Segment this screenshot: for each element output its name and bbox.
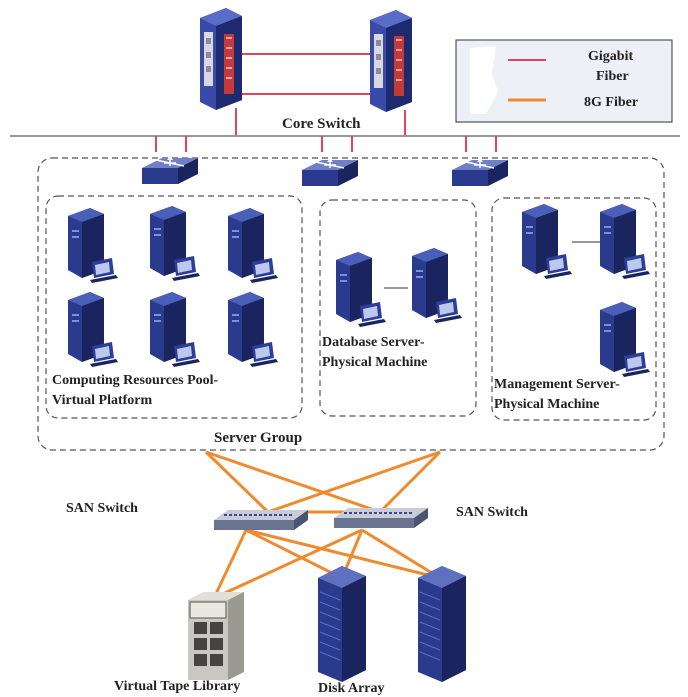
server-icon (600, 204, 650, 279)
computing-pool-label-1: Computing Resources Pool- (52, 373, 219, 388)
database-server-label-2: Physical Machine (322, 355, 427, 370)
database-server-box (319, 199, 477, 417)
core-switch-icon (369, 9, 413, 113)
router-icon (301, 157, 359, 187)
server-icon (68, 208, 118, 283)
computing-pool-servers (68, 206, 278, 367)
router-icon (141, 155, 199, 185)
legend: Gigabit Fiber 8G Fiber (455, 39, 673, 123)
server-icon (600, 302, 650, 377)
legend-8g-label: 8G Fiber (584, 95, 638, 110)
disk-array-icon (417, 565, 467, 683)
computing-pool-label-2: Virtual Platform (52, 393, 153, 408)
server-icon (522, 204, 572, 279)
disk-array-icon (317, 565, 367, 683)
virtual-tape-library-label: Virtual Tape Library (114, 679, 240, 694)
server-icon (336, 252, 386, 327)
router-links (155, 136, 497, 152)
core-switch-icon (199, 7, 243, 111)
server-icon (228, 292, 278, 367)
server-icon (412, 248, 462, 323)
disk-array-label: Disk Array (318, 681, 385, 696)
router-icon (451, 157, 509, 187)
legend-gigabit-label-1: Gigabit (588, 49, 633, 64)
server-icon (228, 208, 278, 283)
tape-library-icon (188, 592, 244, 680)
database-server-label-1: Database Server- (322, 335, 425, 350)
san-switch-icon (213, 509, 309, 531)
management-server-box (491, 197, 657, 421)
san-switch-right-label: SAN Switch (456, 505, 528, 520)
computing-pool-box (45, 195, 303, 419)
core-layer (199, 7, 413, 136)
core-switch-label: Core Switch (282, 116, 361, 132)
san-switch-icon (333, 507, 429, 529)
server-icon (68, 292, 118, 367)
server-icon (150, 206, 200, 281)
server-icon (150, 292, 200, 367)
management-server-label-2: Physical Machine (494, 397, 599, 412)
legend-watermark-shape (470, 46, 498, 114)
server-group-box (37, 157, 665, 451)
management-server-label-1: Management Server- (494, 377, 620, 392)
san-switch-left-label: SAN Switch (66, 501, 138, 516)
server-group-label: Server Group (214, 430, 302, 446)
fiber-8g-links (204, 450, 442, 600)
legend-gigabit-label-2: Fiber (596, 69, 629, 84)
